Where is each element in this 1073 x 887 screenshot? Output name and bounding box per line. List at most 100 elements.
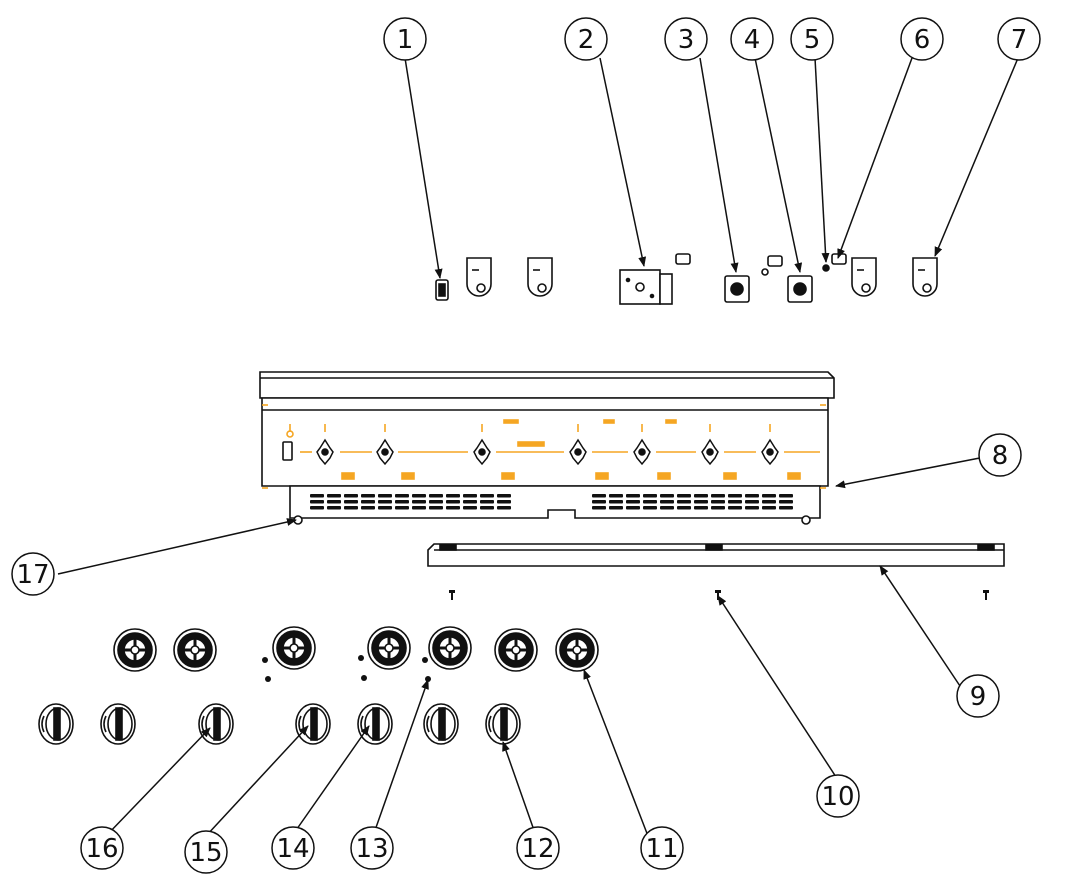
vent-slot [728,494,742,498]
bracket-part [527,257,553,297]
callout-label: 16 [85,834,118,864]
knob [198,703,234,745]
leader-line [205,725,309,837]
callout-label: 13 [355,834,388,864]
screws [449,590,989,600]
vent-slot [463,500,477,504]
vent-slot [463,494,477,498]
label-mark [595,472,609,480]
leader-line [583,669,649,837]
leader-line [754,57,803,273]
callout-label: 8 [992,441,1009,471]
vent-slot [412,494,426,498]
vent-slot [728,506,742,510]
vent-slot [310,500,324,504]
bezel [428,626,472,670]
callout-bubble [956,674,1000,718]
vent-slot [592,494,606,498]
leader-line [291,725,370,837]
callout-label: 17 [16,560,49,590]
vent-slot [497,494,511,498]
callout-label: 12 [521,834,554,864]
keyhole [701,438,719,466]
leader-line [717,595,839,781]
vent-slot [779,506,793,510]
vent-slot [660,506,674,510]
valve-block-part [619,253,691,305]
callout-11: 11 [640,826,684,870]
keyhole [473,438,491,466]
callout-label: 1 [397,25,414,55]
vent-slot [745,500,759,504]
callout-bubble [790,17,834,61]
screw [715,590,721,600]
panel-screw-right [801,515,811,525]
vent-slot [446,494,460,498]
vent-slot [327,506,341,510]
vent-slot [762,494,776,498]
callout-label: 10 [821,782,854,812]
callout-bubble [271,826,315,870]
leader-line [502,741,537,837]
vent-slot [694,494,708,498]
callout-17: 17 [11,552,55,596]
callout-9: 9 [956,674,1000,718]
callout-7: 7 [997,17,1041,61]
knob [100,703,136,745]
callout-bubble [11,552,55,596]
vent-slot [361,494,375,498]
vent-slot [609,494,623,498]
switch-slot [282,441,293,461]
vent-slot [497,506,511,510]
vent-slot [711,506,725,510]
vent-slot [327,494,341,498]
vent-slot [310,494,324,498]
knob-keyholes [316,438,779,466]
callout-bubble [900,17,944,61]
callout-1: 1 [383,17,427,61]
vent-slot [762,506,776,510]
vent-slot [677,500,691,504]
callout-bubble [640,826,684,870]
leader-lines [57,57,1019,837]
leader-line [57,518,297,575]
bracket-part [912,257,938,297]
callout-3: 3 [664,17,708,61]
alignment-marks [262,404,826,489]
bezel [494,628,538,672]
vent-slot [711,500,725,504]
vent-slot [395,494,409,498]
bezel [272,626,316,670]
vent-slot [677,494,691,498]
callout-2: 2 [564,17,608,61]
vent-slot [779,494,793,498]
vent-slot [728,500,742,504]
center-logo-mark [517,441,545,447]
bracket-part [466,257,492,297]
vent-slot [762,500,776,504]
vent-slot [429,500,443,504]
callout-label: 15 [189,838,222,868]
callout-12: 12 [516,826,560,870]
callout-16: 16 [80,826,124,870]
vent-slot [446,506,460,510]
vent-slot [361,500,375,504]
vent-slot [779,500,793,504]
keyhole [761,438,779,466]
vent-slot [412,506,426,510]
callout-bubble [816,774,860,818]
vent-slot [327,500,341,504]
vent-slot [344,500,358,504]
vent-slot [378,506,392,510]
callout-bubble [564,17,608,61]
keyhole [633,438,651,466]
vent-slot [660,500,674,504]
label-mark [501,472,515,480]
callout-8: 8 [978,433,1022,477]
vent-slot [429,494,443,498]
vent-slot [378,500,392,504]
top-parts-row [435,253,938,305]
